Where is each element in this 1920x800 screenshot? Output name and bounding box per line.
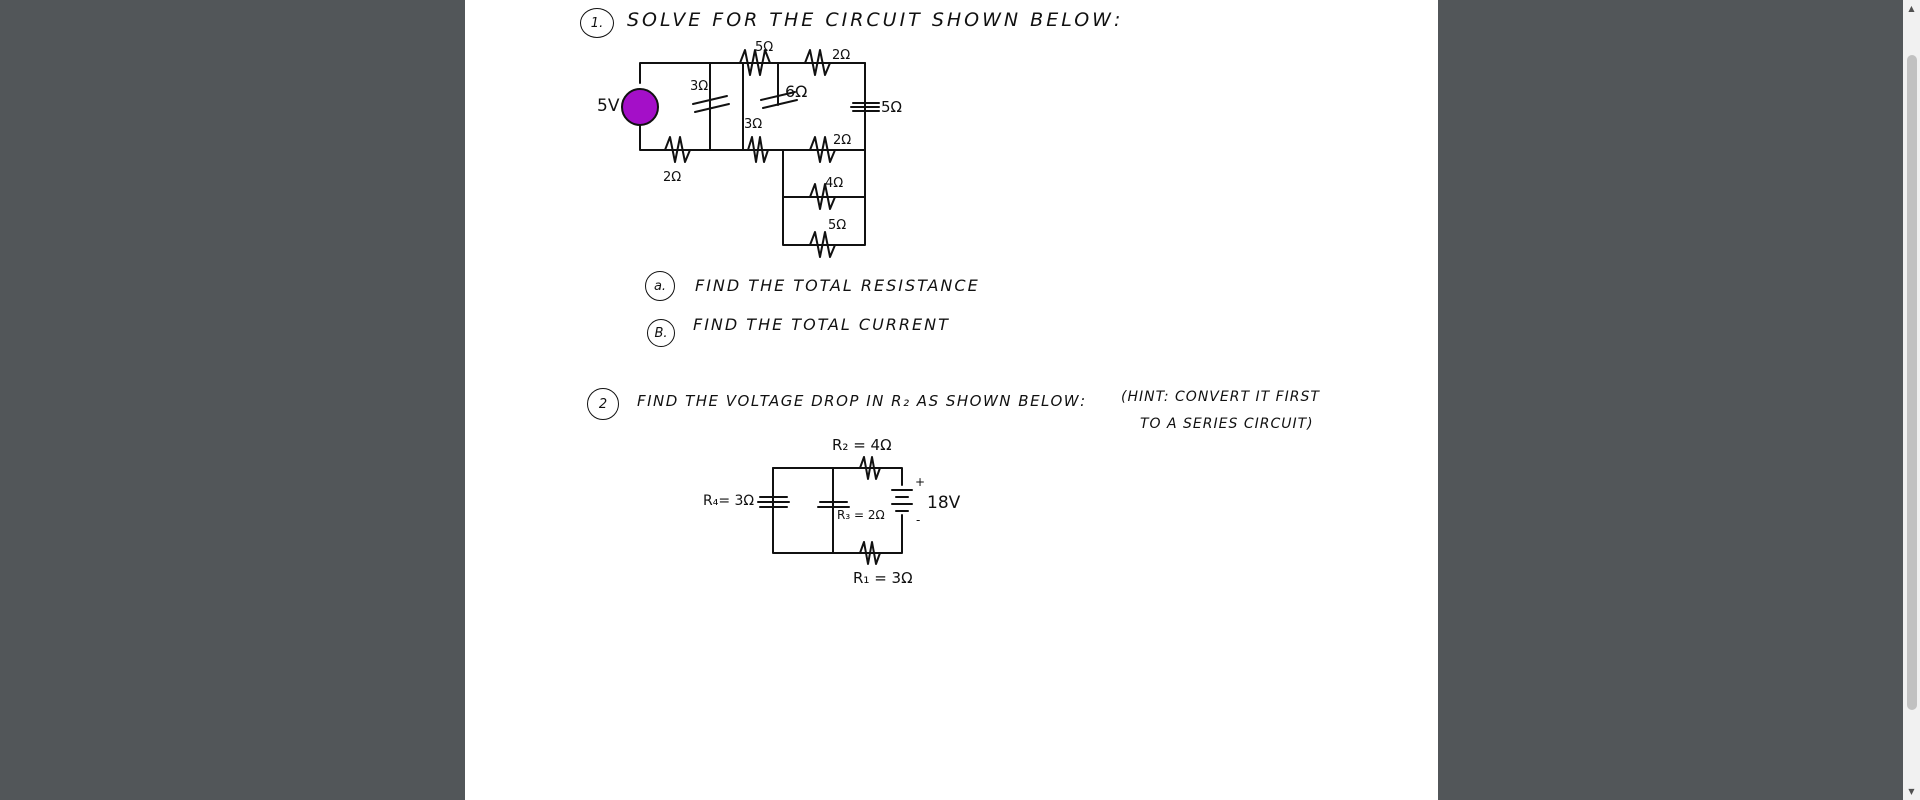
label-r1: R₁ = 3Ω <box>853 569 913 587</box>
label-r3-left: 3Ω <box>690 79 709 94</box>
label-minus: - <box>916 513 921 527</box>
scroll-up-icon[interactable]: ▲ <box>1908 4 1915 13</box>
problem-2-number: 2 <box>587 388 619 420</box>
sub-question-a-mark: a. <box>645 271 675 301</box>
sub-question-a-text: FIND THE TOTAL RESISTANCE <box>695 276 980 295</box>
label-r3: R₃ = 2Ω <box>837 508 885 522</box>
label-r4: R₄= 3Ω <box>703 493 755 509</box>
label-r2-top: 2Ω <box>832 48 851 63</box>
label-r5-right: 5Ω <box>881 98 903 116</box>
sub-question-b-mark: B. <box>647 319 675 347</box>
circuit-2-diagram <box>757 456 913 565</box>
scroll-thumb[interactable] <box>1907 55 1917 710</box>
label-battery: 18V <box>927 493 961 513</box>
label-r3-mid: 3Ω <box>744 117 763 132</box>
sub-question-b-mark-text: B. <box>654 325 668 341</box>
scroll-down-icon[interactable]: ▼ <box>1908 787 1915 796</box>
problem-2-text: FIND THE VOLTAGE DROP IN R₂ AS SHOWN BEL… <box>637 392 1087 410</box>
label-r2-bottom: 2Ω <box>663 170 682 185</box>
label-r6: 6Ω <box>785 82 808 101</box>
problem-2-hint-line2: TO A SERIES CIRCUIT) <box>1140 416 1314 432</box>
label-r5-top: 5Ω <box>755 40 774 55</box>
circuit-1-diagram <box>639 49 880 258</box>
problem-1-text: SOLVE FOR THE CIRCUIT SHOWN BELOW: <box>627 9 1124 31</box>
problem-2-number-text: 2 <box>598 396 608 412</box>
sub-question-b-text: FIND THE TOTAL CURRENT <box>693 315 950 334</box>
label-r2-mid: 2Ω <box>833 133 852 148</box>
problem-1-number-text: 1. <box>590 15 604 31</box>
label-r4: 4Ω <box>825 176 844 191</box>
label-r2: R₂ = 4Ω <box>832 436 892 454</box>
voltage-source-circle <box>621 88 659 126</box>
label-plus: + <box>915 475 926 489</box>
sub-question-a-mark-text: a. <box>653 278 667 294</box>
problem-1-number: 1. <box>580 8 614 38</box>
document-page: 1. SOLVE FOR THE CIRCUIT SHOWN BELOW: <box>465 0 1438 800</box>
problem-2-hint-line1: (HINT: CONVERT IT FIRST <box>1121 389 1320 405</box>
label-r5-low: 5Ω <box>828 218 847 233</box>
source-label: 5V <box>597 96 620 116</box>
vertical-scrollbar[interactable]: ▲ ▼ <box>1903 0 1920 800</box>
